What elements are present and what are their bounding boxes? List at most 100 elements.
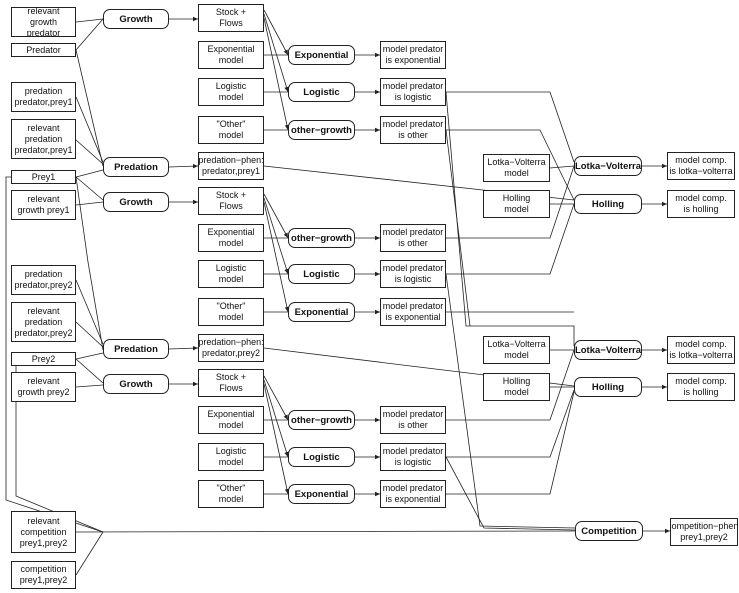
holling-operator-1: Holling	[574, 194, 642, 214]
stock-flows-box-2: Stock + Flows	[198, 187, 264, 215]
connector-line	[445, 129, 471, 327]
connector-line	[75, 531, 104, 576]
model-predator-other-3: model predator is other	[380, 406, 446, 434]
connector-line	[446, 91, 575, 163]
lotka-volterra-operator-1: Lotka−Volterra	[574, 156, 642, 176]
predation-predator-prey2-box: predation predator,prey2	[11, 265, 76, 295]
model-predator-exponential-1: model predator is exponential	[380, 41, 446, 69]
exponential-operator-2: Exponential	[288, 302, 355, 322]
growth-operator-prey1: Growth	[103, 192, 169, 212]
connector-line	[75, 139, 104, 165]
connector-line	[75, 279, 104, 345]
connector-line	[263, 375, 289, 421]
connector-line	[75, 321, 104, 348]
connector-line	[75, 530, 576, 533]
exponential-model-box-1: Exponential model	[198, 41, 264, 69]
connector-line	[75, 358, 104, 384]
other-model-box-2: "Other" model	[198, 298, 264, 326]
connector-line	[549, 165, 575, 169]
predator-box: Predator	[11, 43, 76, 57]
connector-line	[75, 384, 104, 388]
model-comp-holling-2: model comp. is holling	[667, 373, 735, 401]
model-predator-exponential-2: model predator is exponential	[380, 298, 446, 326]
logistic-operator-2: Logistic	[288, 264, 355, 284]
connector-line	[75, 18, 104, 51]
connector-line	[446, 389, 575, 458]
connector-line	[75, 201, 104, 206]
connector-line	[75, 176, 104, 201]
relevant-growth-prey2-box: relevant growth prey2	[11, 372, 76, 402]
prey1-box: Prey1	[11, 170, 76, 184]
relevant-growth-predator-box: relevant growth predator	[11, 7, 76, 37]
exponential-operator-1: Exponential	[288, 45, 355, 65]
exponential-operator-3: Exponential	[288, 484, 355, 504]
connector-line	[75, 176, 104, 351]
growth-operator-predator: Growth	[103, 9, 169, 29]
predation-predator-prey1-box: predation predator,prey1	[11, 82, 76, 112]
connector-line	[168, 345, 199, 351]
predation-phen-prey2-box: predation−phen: predator,prey2	[198, 334, 264, 362]
relevant-predation-predator-prey2-box: relevant predation predator,prey2	[11, 302, 76, 342]
connector-line	[263, 201, 290, 313]
logistic-operator-1: Logistic	[288, 82, 355, 102]
exponential-model-box-2: Exponential model	[198, 224, 264, 252]
connector-line	[263, 383, 290, 495]
competition-prey1-prey2-box: competition prey1,prey2	[11, 561, 76, 589]
model-comp-lotka-volterra-2: model comp. is lotka−volterra	[667, 336, 735, 364]
connector-line	[446, 165, 575, 239]
connector-line	[75, 18, 104, 23]
lotka-volterra-model-box-1: Lotka−Volterra model	[483, 154, 550, 182]
growth-operator-prey2: Growth	[103, 374, 169, 394]
model-predator-logistic-2: model predator is logistic	[380, 260, 446, 288]
connector-line	[168, 163, 199, 169]
connector-line	[446, 203, 575, 275]
exponential-model-box-3: Exponential model	[198, 406, 264, 434]
connector-line	[446, 129, 575, 201]
logistic-operator-3: Logistic	[288, 447, 355, 467]
model-predator-other-2: model predator is other	[380, 224, 446, 252]
predation-phen-prey1-box: predation−phen: predator,prey1	[198, 152, 264, 180]
connector-line	[445, 456, 576, 531]
relevant-predation-predator-prey1-box: relevant predation predator,prey1	[11, 119, 76, 159]
model-predator-other-1: model predator is other	[380, 116, 446, 144]
logistic-model-box-1: Logistic model	[198, 78, 264, 106]
logistic-model-box-3: Logistic model	[198, 443, 264, 471]
connector-line	[263, 193, 289, 239]
other-growth-operator-1: other−growth	[288, 120, 355, 140]
connector-line	[263, 17, 290, 131]
model-comp-lotka-volterra-1: model comp. is lotka−volterra	[667, 152, 735, 180]
relevant-competition-box: relevant competition prey1,prey2	[11, 511, 76, 553]
connector-line	[446, 391, 575, 495]
model-comp-holling-1: model comp. is holling	[667, 190, 735, 218]
competition-phen-box: competition−phen: prey1,prey2	[670, 518, 738, 546]
lotka-volterra-model-box-2: Lotka−Volterra model	[483, 336, 550, 364]
connector-line	[75, 49, 104, 167]
connector-line	[445, 273, 576, 529]
logistic-model-box-2: Logistic model	[198, 260, 264, 288]
other-model-box-1: "Other" model	[198, 116, 264, 144]
stock-flows-box-1: Stock + Flows	[198, 4, 264, 32]
predation-operator-prey2: Predation	[103, 339, 169, 359]
other-growth-operator-3: other−growth	[288, 410, 355, 430]
holling-model-box-1: Holling model	[483, 190, 550, 218]
connector-line	[263, 13, 289, 93]
model-predator-exponential-3: model predator is exponential	[380, 480, 446, 508]
connector-line	[446, 349, 575, 421]
relevant-growth-prey1-box: relevant growth prey1	[11, 190, 76, 220]
holling-operator-2: Holling	[574, 377, 642, 397]
connector-line	[75, 169, 104, 178]
model-predator-logistic-1: model predator is logistic	[380, 78, 446, 106]
lotka-volterra-operator-2: Lotka−Volterra	[574, 340, 642, 360]
prey2-box: Prey2	[11, 352, 76, 366]
connector-line	[263, 197, 289, 275]
connector-line	[263, 9, 289, 56]
predation-operator-prey1: Predation	[103, 157, 169, 177]
holling-model-box-2: Holling model	[483, 373, 550, 401]
connector-line	[263, 379, 289, 458]
connector-line	[75, 352, 104, 360]
other-growth-operator-2: other−growth	[288, 228, 355, 248]
connector-line	[75, 96, 104, 163]
model-predator-logistic-3: model predator is logistic	[380, 443, 446, 471]
